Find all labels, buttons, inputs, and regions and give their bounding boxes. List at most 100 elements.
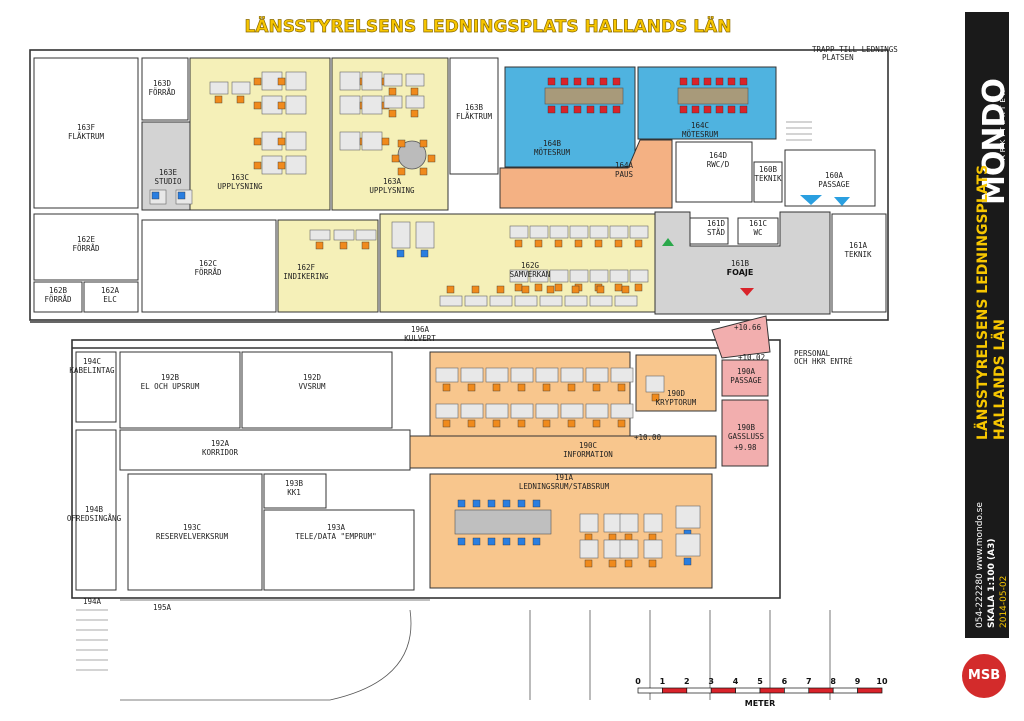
- chair-15: [277, 161, 286, 170]
- scale-text: SKALA 1:100 (A3): [987, 538, 997, 629]
- chair-44: [397, 167, 406, 176]
- desk-80: [391, 221, 411, 249]
- room-label-196a-0: 196A: [411, 325, 430, 334]
- room-label-162e-0: 162E: [77, 235, 96, 244]
- desk-100: [529, 269, 549, 283]
- chair-37: [388, 109, 397, 118]
- chair-101: [534, 283, 543, 292]
- chair-43: [419, 167, 428, 176]
- room-label-191a-0: 191A: [555, 473, 574, 482]
- room-190c: [409, 435, 717, 469]
- desk-140: [585, 367, 609, 383]
- room-label-163c-1: UPPLYSNING: [217, 182, 263, 191]
- chair-40: [397, 139, 406, 148]
- desk-134: [510, 367, 534, 383]
- chair-72: [739, 77, 748, 86]
- room-label-192a-1: KORRIDOR: [202, 448, 239, 457]
- chair-49: [177, 191, 186, 200]
- chair-123: [571, 285, 580, 294]
- room-label-193a-1: TELE/DATA "EMPRUM": [295, 532, 376, 541]
- chair-67: [703, 105, 712, 114]
- chair-163: [457, 537, 466, 546]
- room-label-190a-0: 190A: [737, 367, 756, 376]
- desk-136: [535, 367, 559, 383]
- building-outline-upper: [29, 49, 889, 321]
- meeting-table-164c: [677, 87, 749, 105]
- project-title-line1: LÄNSSTYRELSENS LEDNINGSPLATS: [975, 164, 991, 440]
- chair-151: [517, 419, 526, 428]
- date-text: 2014-05-02: [999, 575, 1009, 628]
- room-161c: [737, 217, 779, 245]
- room-label-194c-0: 194C: [83, 357, 101, 366]
- room-label-193a-0: 193A: [327, 523, 346, 532]
- desk-174: [579, 513, 599, 533]
- scale-tick-1: 1: [660, 677, 666, 686]
- chair-69: [715, 105, 724, 114]
- floor-plan: LÄNSSTYRELSENS LEDNINGSPLATS HALLANDS LÄ…: [29, 15, 898, 708]
- room-label-192b-1: EL OCH UPSRUM: [141, 382, 200, 391]
- chair-164: [472, 499, 481, 508]
- room-161d: [689, 217, 729, 245]
- scale-tick-10: 10: [876, 677, 888, 686]
- desk-74: [309, 229, 331, 241]
- chair-50: [547, 77, 556, 86]
- conference-table-191a: [454, 509, 552, 535]
- scale-segment-3: [710, 687, 736, 694]
- chair-42: [427, 154, 436, 163]
- desk-78: [355, 229, 377, 241]
- chair-52: [560, 77, 569, 86]
- room-label-163d-1: FÖRRÅD: [148, 88, 176, 97]
- chair-19: [236, 95, 245, 104]
- scale-tick-0: 0: [635, 677, 641, 686]
- room-163f: [33, 57, 139, 209]
- desk-30: [361, 131, 383, 151]
- desk-146: [460, 403, 484, 419]
- room-label-161a-0: 161A: [849, 241, 868, 250]
- chair-51: [547, 105, 556, 114]
- chair-172: [532, 499, 541, 508]
- chair-61: [612, 105, 621, 114]
- chair-9: [253, 137, 262, 146]
- entrance-ramp: [711, 315, 771, 359]
- chair-35: [410, 87, 419, 96]
- scale-segment-9: [857, 687, 883, 694]
- desk-16: [209, 81, 229, 95]
- desk-96: [629, 225, 649, 239]
- scale-tick-6: 6: [782, 677, 788, 686]
- room-label-161b-1: FOAJE: [727, 268, 754, 277]
- desk-184: [643, 513, 663, 533]
- desk-2: [285, 71, 307, 91]
- desk-148: [485, 403, 509, 419]
- room-label-162c-0: 162C: [199, 259, 217, 268]
- stair-hatch: [786, 121, 812, 141]
- note-stair-2: PLATSEN: [822, 53, 854, 62]
- scale-segment-8: [832, 687, 858, 694]
- chair-167: [487, 537, 496, 546]
- chair-66: [703, 77, 712, 86]
- chair-75: [315, 241, 324, 250]
- room-label-163c-0: 163C: [231, 173, 249, 182]
- scale-segment-2: [686, 687, 712, 694]
- room-label-163b-1: FLÄKTRUM: [456, 112, 493, 121]
- chair-135: [517, 383, 526, 392]
- room-label-161c-0: 161C: [749, 219, 767, 228]
- desk-94: [609, 225, 629, 239]
- desk-126: [614, 295, 638, 307]
- room-190b: [721, 399, 769, 467]
- chair-47: [151, 191, 160, 200]
- chair-1: [253, 77, 262, 86]
- desk-102: [549, 269, 569, 283]
- room-label-190c-0: 190C: [579, 441, 597, 450]
- room-label-164a-1: PAUS: [615, 170, 634, 179]
- chair-129: [442, 383, 451, 392]
- chair-145: [442, 419, 451, 428]
- chair-17: [214, 95, 223, 104]
- chair-45: [391, 154, 400, 163]
- room-label-164a-0: 164A: [615, 161, 634, 170]
- chair-125: [596, 285, 605, 294]
- chair-168: [502, 499, 511, 508]
- chair-99: [514, 283, 523, 292]
- room-label-190d-0: 190D: [667, 389, 686, 398]
- desk-178: [579, 539, 599, 559]
- scale-segment-6: [784, 687, 810, 694]
